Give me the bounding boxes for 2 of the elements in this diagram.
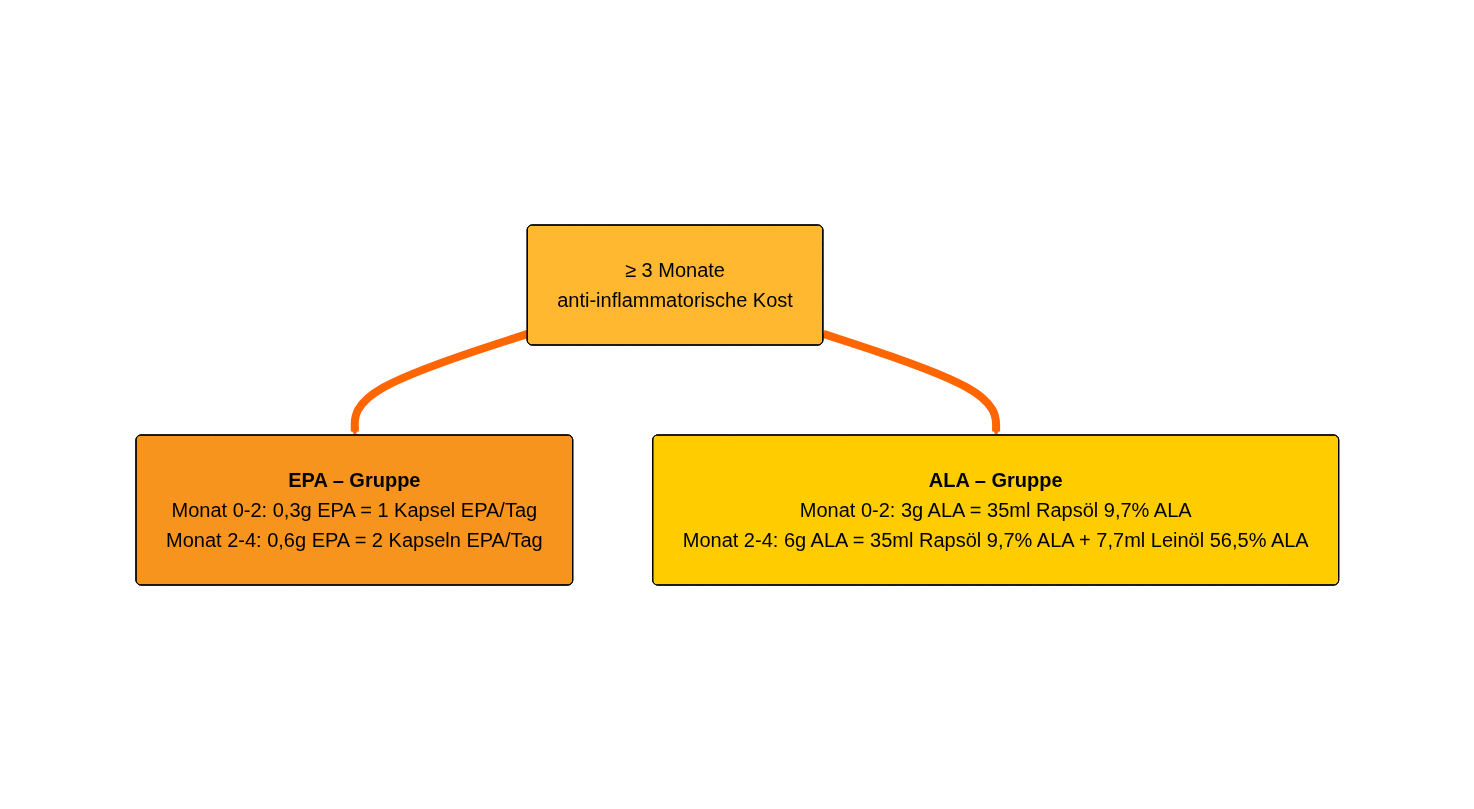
- arrow: [350, 329, 529, 436]
- arrow: [821, 329, 1001, 436]
